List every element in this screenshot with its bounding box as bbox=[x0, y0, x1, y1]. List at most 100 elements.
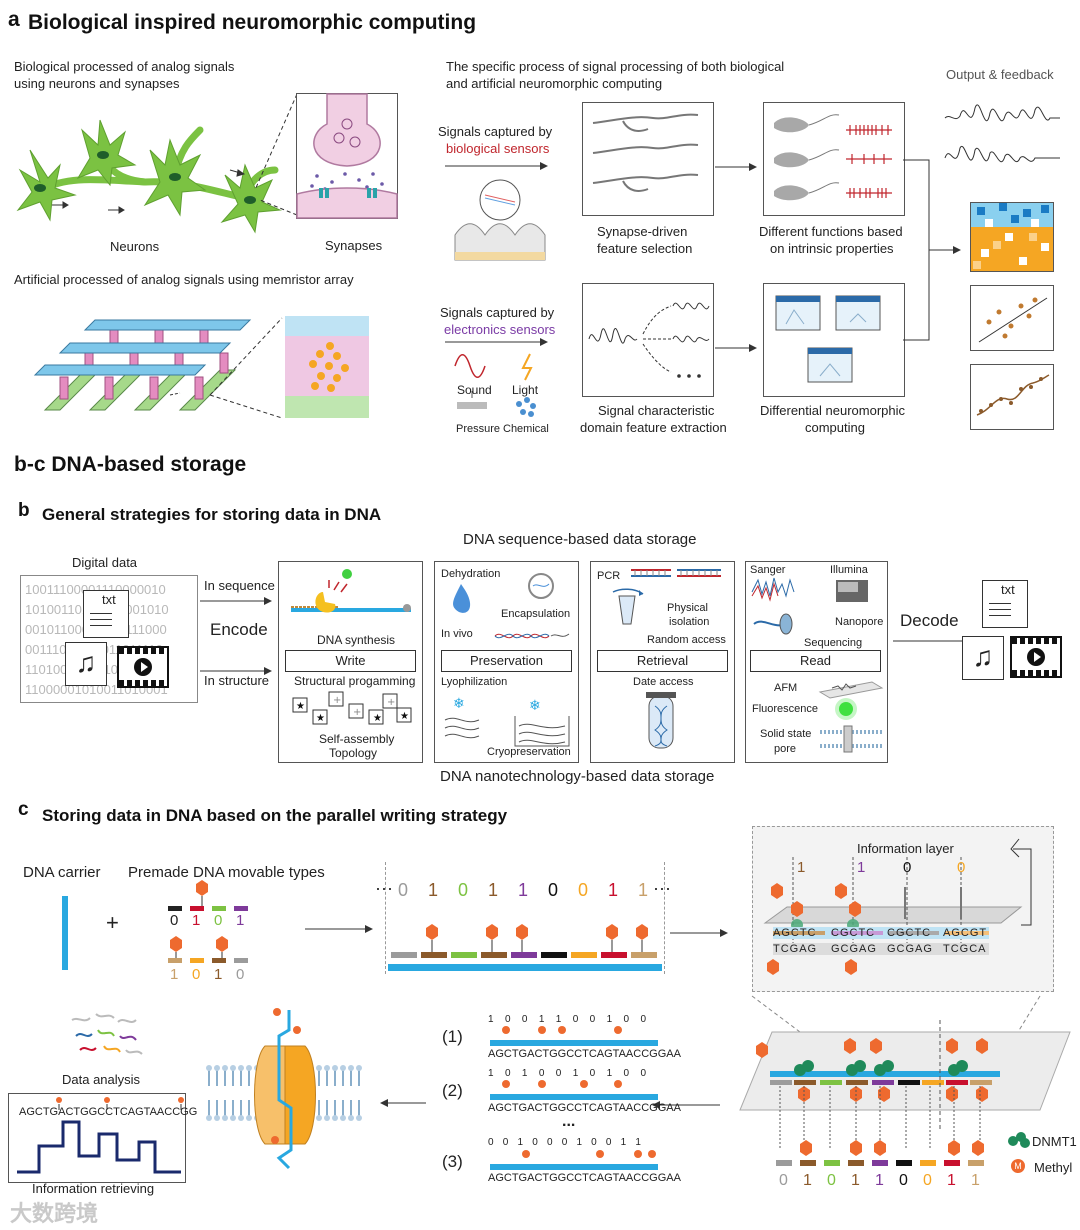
plus-sign: + bbox=[106, 910, 119, 935]
process-caption-1: The specific process of signal processin… bbox=[446, 59, 785, 74]
nanopore-label: Nanopore bbox=[835, 616, 884, 628]
assembled-strand bbox=[388, 924, 662, 971]
bio-signals-line1: Signals captured by bbox=[438, 124, 553, 139]
sensor-chemical: Chemical bbox=[503, 423, 549, 435]
trace-sequence: AGCTGACTGGCCTCAGTAACCGG bbox=[19, 1106, 198, 1118]
type-bit: 1 bbox=[170, 966, 179, 983]
seq-bottom: GCGAG bbox=[887, 943, 933, 955]
memristor-zoom-lines bbox=[209, 317, 283, 419]
read-seq: AGCTGACTGGCCTCAGTAACCGGAA bbox=[488, 1172, 681, 1184]
dnmt1-label: DNMT1 bbox=[1032, 1134, 1077, 1149]
sequencing-label: Sequencing bbox=[804, 637, 863, 649]
bio-caption-2: using neurons and synapses bbox=[14, 76, 180, 91]
bottom-bit: 1 bbox=[851, 1172, 860, 1189]
svg-text:★: ★ bbox=[373, 713, 382, 724]
nanopore-illustration bbox=[206, 1008, 362, 1170]
read-box: Sanger Illumina Nanopore Sequencing Read… bbox=[745, 561, 888, 763]
dehydration-label: Dehydration bbox=[441, 568, 501, 580]
bits-ellipsis-left: ··· bbox=[375, 878, 393, 898]
seq-storage-label: DNA sequence-based data storage bbox=[463, 531, 697, 548]
strand-bit: 1 bbox=[428, 880, 439, 900]
bottom-bit: 1 bbox=[875, 1172, 884, 1189]
read-seq: AGCTGACTGGCCTCAGTAACCGGAA bbox=[488, 1048, 681, 1060]
panel-c-title: Storing data in DNA based on the paralle… bbox=[42, 806, 508, 825]
output-scatter bbox=[970, 285, 1054, 351]
type-bit: 1 bbox=[236, 912, 245, 929]
read-number: (2) bbox=[442, 1081, 463, 1100]
sensor-light: Light bbox=[512, 383, 539, 397]
read-bits: 0 0 1 0 0 0 1 0 0 1 1 bbox=[488, 1137, 645, 1148]
strand-bit: 0 bbox=[578, 880, 589, 900]
seq-bottom: TCGAG bbox=[773, 943, 818, 955]
topology-label: Topology bbox=[329, 746, 378, 760]
panel-a-letter: a bbox=[8, 8, 20, 31]
svg-text:❄: ❄ bbox=[529, 698, 541, 714]
strand-bit: 0 bbox=[398, 880, 409, 900]
cryopreservation-label: Cryopreservation bbox=[487, 746, 571, 758]
strand-bit: 1 bbox=[638, 880, 649, 900]
pcr-label: PCR bbox=[597, 570, 621, 582]
txt-file-icon: txt bbox=[83, 590, 129, 638]
signal-box-label-2: domain feature extraction bbox=[580, 420, 727, 435]
seq-top: AGCTC bbox=[773, 927, 817, 939]
bottom-bit: 1 bbox=[971, 1172, 980, 1189]
dna-fragments bbox=[71, 1013, 143, 1055]
type-bit: 0 bbox=[236, 966, 245, 983]
arrow-in-sequence bbox=[200, 597, 272, 605]
bottom-bit: 1 bbox=[803, 1172, 812, 1189]
date-access-label: Date access bbox=[633, 676, 694, 688]
dna-synthesis-label: DNA synthesis bbox=[317, 633, 396, 647]
bio-caption-1: Biological processed of analog signals bbox=[14, 59, 235, 74]
arrow-to-reads bbox=[652, 1101, 720, 1109]
data-analysis-label: Data analysis bbox=[62, 1072, 141, 1087]
in-vivo-label: In vivo bbox=[441, 628, 473, 640]
arrow-to-assembly bbox=[305, 925, 373, 933]
dna-carrier-label: DNA carrier bbox=[23, 864, 101, 881]
seq-bottom: TCGCA bbox=[943, 943, 987, 955]
functions-box-label-2: on intrinsic properties bbox=[770, 241, 894, 256]
output-heatmap bbox=[970, 202, 1054, 272]
seq-bottom: GCGAG bbox=[831, 943, 877, 955]
synapse-zoom-lines bbox=[254, 93, 298, 216]
memristor-array bbox=[33, 319, 252, 411]
synapse-feature-box bbox=[582, 102, 714, 216]
dnmt1-icon bbox=[1008, 1132, 1030, 1148]
svg-text:★: ★ bbox=[296, 701, 305, 712]
methyl-icon: M bbox=[1011, 1159, 1025, 1173]
strand-bit: 1 bbox=[488, 880, 499, 900]
encode-label: Encode bbox=[210, 620, 268, 639]
info-bit: 0 bbox=[903, 859, 912, 876]
type-bit: 0 bbox=[170, 912, 179, 929]
bio-sensor-illustration bbox=[445, 162, 548, 261]
output-waveforms bbox=[944, 104, 1060, 163]
output-connectors bbox=[903, 159, 961, 341]
diff-computing-box bbox=[763, 283, 905, 397]
read-number: (3) bbox=[442, 1152, 463, 1171]
synapses-label: Synapses bbox=[325, 238, 383, 253]
read-bits: 1 0 1 0 0 1 0 1 0 0 bbox=[488, 1068, 651, 1079]
type-bit: 0 bbox=[192, 966, 201, 983]
video-file-icon bbox=[117, 646, 169, 688]
panel-b-letter: b bbox=[18, 500, 30, 521]
self-assembly-label: Self-assembly bbox=[319, 732, 395, 746]
reads-ellipsis: ... bbox=[562, 1113, 576, 1130]
sensor-sound: Sound bbox=[457, 383, 492, 397]
panel-b-title: General strategies for storing data in D… bbox=[42, 505, 382, 524]
information-trace-box: AGCTGACTGGCCTCAGTAACCGG bbox=[8, 1093, 197, 1183]
sanger-label: Sanger bbox=[750, 564, 786, 576]
seq-top: CGCTC bbox=[831, 927, 876, 939]
memristor-cell-zoom bbox=[285, 316, 369, 418]
arrow-to-info-layer bbox=[670, 929, 728, 937]
type-bit: 1 bbox=[192, 912, 201, 929]
music-file-icon: ♫ bbox=[65, 642, 107, 686]
output-feedback-label: Output & feedback bbox=[946, 67, 1054, 82]
bottom-bit-strip bbox=[776, 1140, 984, 1166]
random-access-label: Random access bbox=[647, 634, 726, 646]
retrieval-label: Retrieval bbox=[597, 650, 728, 672]
synapse-box-label-2: feature selection bbox=[597, 241, 693, 256]
assembled-strand-box bbox=[385, 862, 665, 974]
bottom-bit: 0 bbox=[779, 1172, 788, 1189]
type-bit: 0 bbox=[214, 912, 223, 929]
afm-label: AFM bbox=[774, 682, 798, 694]
physical-label-2: isolation bbox=[669, 616, 710, 628]
